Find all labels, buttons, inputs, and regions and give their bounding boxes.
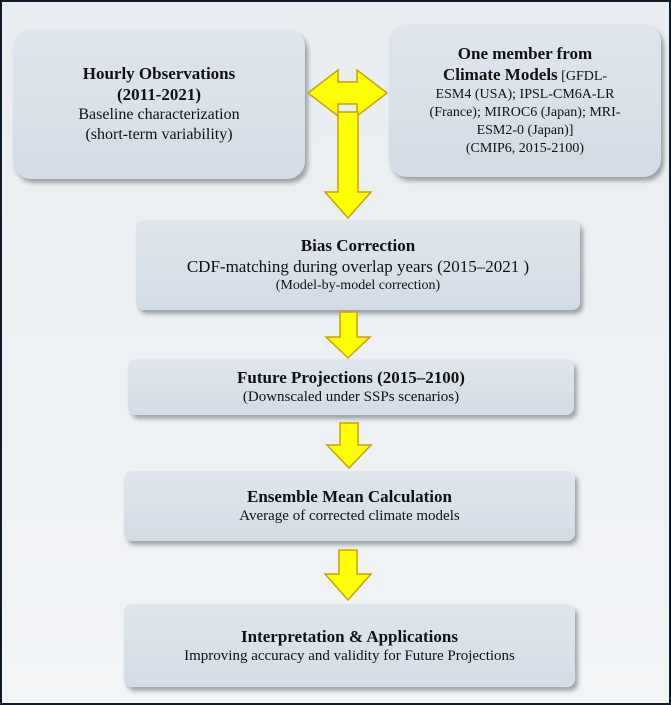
observations-title-line2: (2011-2021)	[116, 85, 202, 104]
bias-line2: (Model-by-model correction)	[275, 278, 441, 293]
observations-sub-line1: Baseline characterization	[78, 106, 240, 123]
down-arrow-to-interpretation	[323, 549, 373, 602]
ensemble-mean-box: Ensemble Mean Calculation Average of cor…	[124, 471, 575, 541]
ensemble-title: Ensemble Mean Calculation	[247, 487, 452, 506]
climate-sub-line3: ESM2-0 (Japan)]	[476, 123, 574, 138]
bias-line1: CDF-matching during overlap years (2015–…	[186, 257, 530, 276]
down-arrow-to-bias	[323, 111, 373, 220]
future-title: Future Projections (2015–2100)	[237, 368, 465, 387]
down-arrow-to-future	[324, 311, 372, 360]
bias-correction-box: Bias Correction CDF-matching during over…	[136, 220, 580, 310]
interpretation-box: Interpretation & Applications Improving …	[124, 604, 575, 687]
observations-title-line1: Hourly Observations	[82, 64, 236, 83]
observations-sub-line2: (short-term variability)	[85, 126, 233, 143]
climate-sub-line1: ESM4 (USA); IPSL-CM6A-LR	[435, 87, 615, 102]
observations-box: Hourly Observations (2011-2021) Baseline…	[13, 29, 305, 179]
interp-title: Interpretation & Applications	[241, 626, 458, 646]
climate-title-bold: Climate Models	[442, 65, 558, 84]
climate-models-box: One member from Climate Models [GFDL- ES…	[389, 24, 661, 177]
climate-sub-line2: (France); MIROC6 (Japan); MRI-	[429, 105, 621, 120]
bias-title: Bias Correction	[300, 236, 416, 255]
climate-sub-line4: (CMIP6, 2015-2100)	[465, 141, 585, 156]
climate-inline-text: [GFDL-	[557, 69, 608, 84]
climate-title-line1: One member from	[457, 44, 593, 63]
down-arrow-to-ensemble	[325, 422, 373, 470]
future-line1: (Downscaled under SSPs scenarios)	[242, 389, 460, 405]
ensemble-line1: Average of corrected climate models	[239, 508, 460, 524]
climate-title-line2: Climate Models [GFDL-	[443, 64, 607, 86]
future-projections-box: Future Projections (2015–2100) (Downscal…	[128, 359, 574, 415]
double-arrow	[306, 68, 389, 118]
interp-line1: Improving accuracy and validity for Futu…	[184, 647, 515, 664]
